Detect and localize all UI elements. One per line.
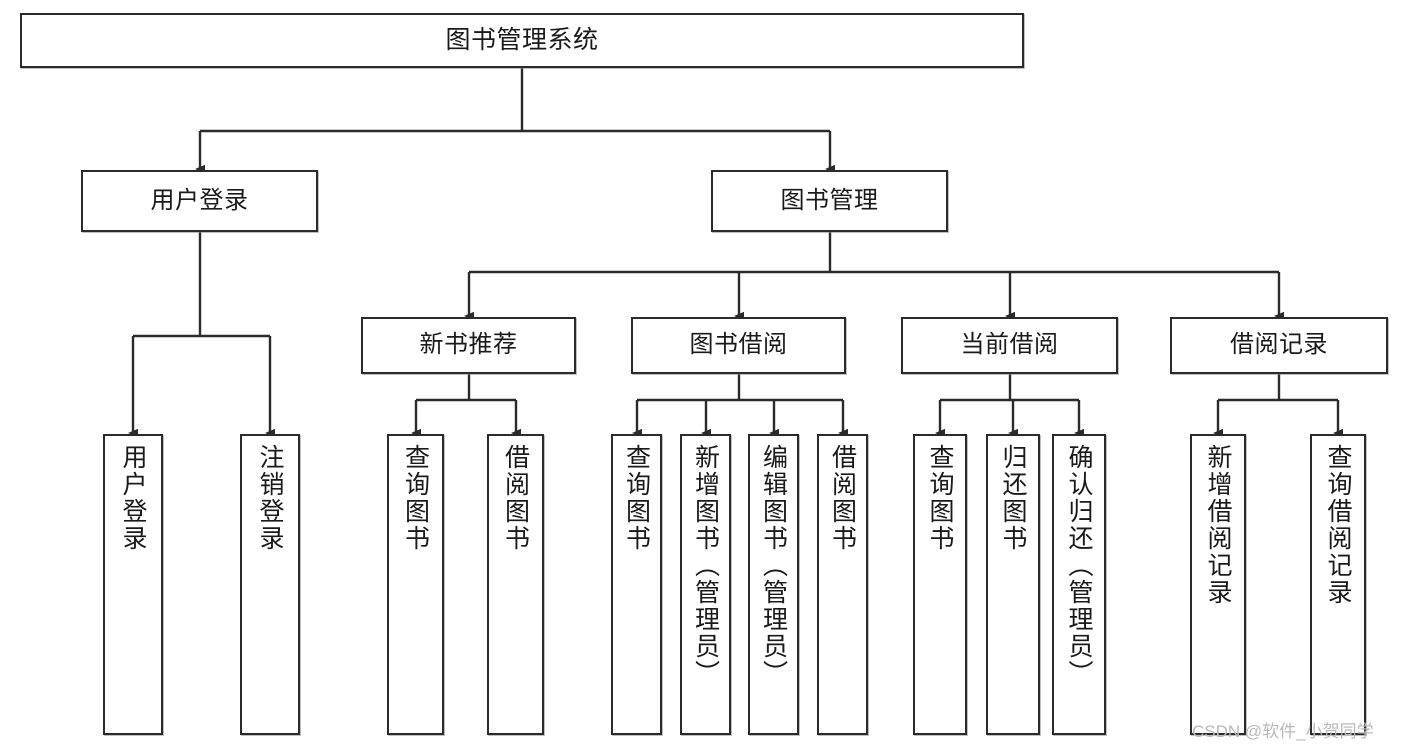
node-label: 当前借阅 [960,331,1059,359]
node-leaf-user-login[interactable]: 用户登录 [103,434,163,735]
node-label: 新增借阅记录 [1204,444,1232,606]
node-leaf-confirm-ret[interactable]: 确认归还（管理员） [1052,434,1106,735]
node-label: 查询图书 [401,444,430,552]
node-label: 查询图书 [622,444,651,552]
node-leaf-return-book[interactable]: 归还图书 [986,434,1040,735]
node-borrow-record[interactable]: 借阅记录 [1170,317,1388,374]
node-leaf-query-book-3[interactable]: 查询图书 [913,434,967,735]
node-label: 图书管理 [780,186,879,214]
node-label: 图书管理系统 [445,25,599,54]
node-label: 编辑图书（管理员） [759,444,788,687]
node-label: 借阅图书 [501,444,530,552]
node-leaf-query-book-1[interactable]: 查询图书 [387,434,444,735]
node-label: 确认归还（管理员） [1065,444,1093,687]
node-label: 查询图书 [926,444,954,552]
node-label: 用户登录 [119,444,147,552]
node-current-borrow[interactable]: 当前借阅 [901,317,1118,374]
node-label: 归还图书 [999,444,1027,552]
node-leaf-add-record[interactable]: 新增借阅记录 [1190,434,1246,735]
node-user-login[interactable]: 用户登录 [81,170,318,232]
node-leaf-user-logout[interactable]: 注销登录 [240,434,300,735]
node-leaf-add-book[interactable]: 新增图书（管理员） [680,434,731,735]
node-book-manage[interactable]: 图书管理 [711,170,948,232]
node-leaf-borrow-book-2[interactable]: 借阅图书 [817,434,868,735]
node-label: 查询借阅记录 [1324,444,1352,606]
node-leaf-query-book-2[interactable]: 查询图书 [611,434,662,735]
node-book-borrow[interactable]: 图书借阅 [631,317,846,374]
node-leaf-borrow-book-1[interactable]: 借阅图书 [487,434,544,735]
node-leaf-edit-book[interactable]: 编辑图书（管理员） [748,434,799,735]
node-label: 图书借阅 [689,331,788,359]
node-label: 用户登录 [150,186,249,214]
node-root[interactable]: 图书管理系统 [20,13,1024,68]
node-leaf-query-record[interactable]: 查询借阅记录 [1310,434,1366,735]
node-label: 借阅记录 [1230,331,1328,359]
node-label: 新增图书（管理员） [691,444,720,687]
csdn-watermark: CSDN @软件_小贺同学 [1192,722,1374,741]
node-label: 注销登录 [256,444,284,552]
node-label: 借阅图书 [828,444,857,552]
node-label: 新书推荐 [419,331,518,359]
node-new-book-rec[interactable]: 新书推荐 [361,317,576,374]
